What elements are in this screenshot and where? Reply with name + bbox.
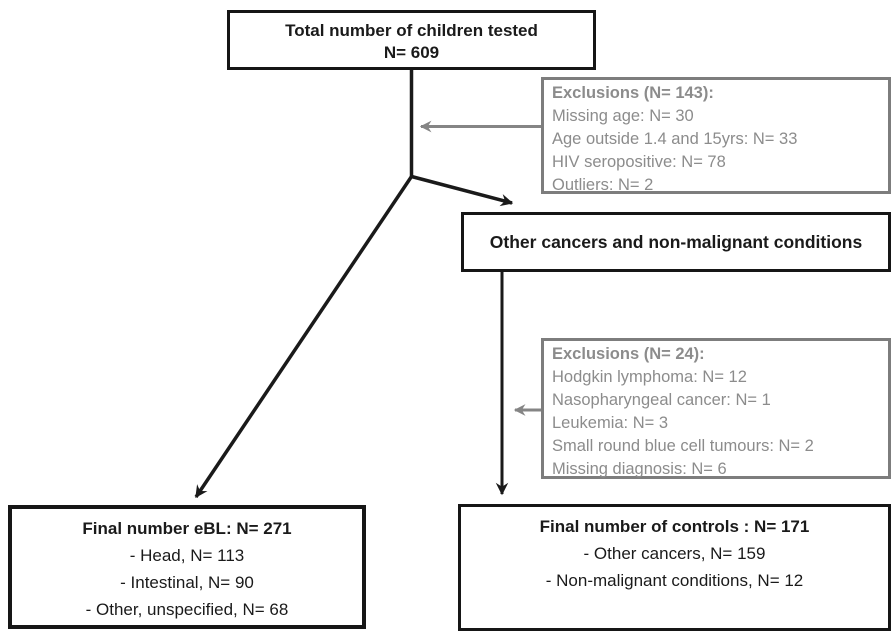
final-controls-box: Final number of controls : N= 171 - Othe…	[458, 504, 891, 631]
exclusions2-title: Exclusions (N= 24):	[552, 345, 705, 363]
exclusion-item: Missing age: N= 30	[552, 107, 694, 125]
flow-arrow-junction-to-other-cancers	[411, 174, 514, 207]
final-controls-item: - Non-malignant conditions, N= 12	[545, 571, 804, 590]
exclusion-item: Missing diagnosis: N= 6	[552, 460, 727, 478]
exclusion-item: Hodgkin lymphoma: N= 12	[552, 368, 747, 386]
final-ebl-item: - Head, N= 113	[129, 546, 245, 565]
exclusions-box-2: Exclusions (N= 24): Hodgkin lymphoma: N=…	[541, 338, 891, 479]
final-controls-item: - Other cancers, N= 159	[583, 544, 766, 563]
final-ebl-item: - Intestinal, N= 90	[120, 573, 254, 592]
exclusion-item: Nasopharyngeal cancer: N= 1	[552, 391, 771, 409]
exclusions-box-1: Exclusions (N= 143): Missing age: N= 30 …	[541, 77, 891, 194]
other-cancers-box: Other cancers and non-malignant conditio…	[461, 212, 891, 272]
total-tested-count: N= 609	[383, 43, 440, 62]
exclusion-item: Leukemia: N= 3	[552, 414, 669, 432]
final-ebl-box: Final number eBL: N= 271 - Head, N= 113 …	[8, 505, 366, 629]
flow-arrow-junction-to-final-ebl	[194, 175, 413, 499]
final-ebl-title: Final number eBL: N= 271	[82, 519, 292, 538]
other-cancers-label: Other cancers and non-malignant conditio…	[489, 231, 863, 252]
exclusion-item: Outliers: N= 2	[552, 176, 654, 194]
exclusion-item: Age outside 1.4 and 15yrs: N= 33	[552, 130, 798, 148]
total-tested-box: Total number of children tested N= 609	[227, 10, 596, 70]
exclusions1-title: Exclusions (N= 143):	[552, 84, 714, 102]
final-ebl-item: - Other, unspecified, N= 68	[85, 600, 289, 619]
total-tested-label: Total number of children tested	[285, 21, 538, 40]
exclusion-item: Small round blue cell tumours: N= 2	[552, 437, 814, 455]
final-controls-title: Final number of controls : N= 171	[539, 517, 810, 536]
exclusion-item: HIV seropositive: N= 78	[552, 153, 726, 171]
